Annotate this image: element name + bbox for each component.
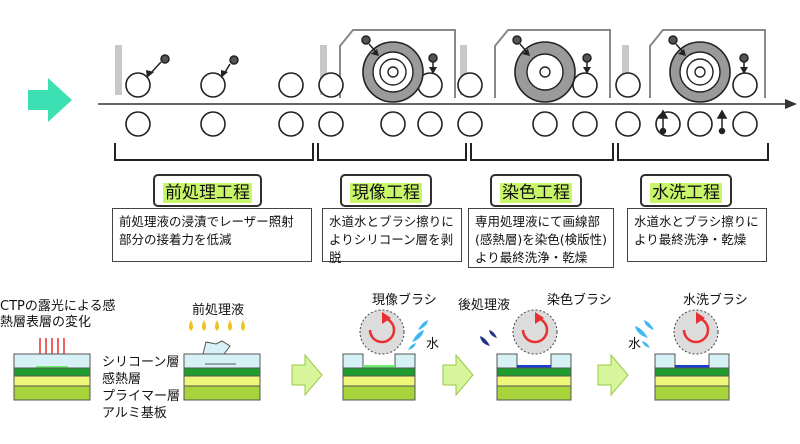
plate-pretreat [183, 340, 261, 401]
stage-desc-develop: 水道水とブラシ擦りによりシリコーン層を剥脱 [322, 208, 462, 265]
pretreat-liquid-label: 前処理液 [192, 303, 245, 318]
stage-title-wash: 水洗工程 [640, 174, 732, 207]
input-arrow [28, 78, 72, 122]
brush-rollers [362, 41, 731, 103]
plate-washed [654, 353, 730, 401]
stage-desc-wash: 水道水とブラシ擦りにより最終洗浄・乾燥 [627, 208, 767, 262]
water-droplets-1 [408, 320, 428, 350]
stage-brackets [114, 143, 769, 161]
step-arrows [291, 353, 629, 397]
dye-brush [512, 309, 558, 355]
stage-title-pretreat: 前処理工程 [153, 174, 262, 207]
layer-label-primer: プライマー層 [102, 389, 181, 404]
develop-brush-label: 現像ブラシ [372, 293, 437, 308]
water-droplets-2 [635, 320, 654, 348]
post-liquid-droplets [480, 330, 497, 346]
plate-dyed [496, 353, 572, 401]
water-label-2: 水 [628, 337, 642, 352]
plate-developed [342, 353, 416, 401]
rollers [125, 72, 758, 137]
ctp-label: CTPの露光による感熱層表層の変化 [0, 299, 116, 330]
water-label-1: 水 [426, 337, 440, 352]
plate-ctp [13, 353, 91, 401]
develop-brush [359, 309, 405, 355]
brush-housings [339, 29, 766, 98]
post-liquid-label: 後処理液 [458, 298, 511, 313]
wash-brush-label: 水洗ブラシ [683, 293, 748, 308]
layer-label-thermal: 感熱層 [102, 372, 142, 387]
nozzle-arrowheads [146, 49, 748, 78]
layer-label-silicone: シリコーン層 [102, 355, 180, 370]
layer-label-aluminum: アルミ基板 [102, 406, 167, 421]
stage-desc-pretreat: 前処理液の浸漬でレーザー照射部分の接着力を低減 [112, 208, 312, 262]
side-plates [115, 45, 629, 95]
stage-title-develop: 現像工程 [340, 174, 432, 207]
dye-brush-label: 染色ブラシ [547, 293, 612, 308]
stage-title-dye: 染色工程 [490, 174, 582, 207]
pretreat-droplets [189, 320, 245, 331]
bottom-sprays [657, 109, 728, 135]
wash-brush [673, 309, 719, 355]
nozzles [149, 35, 749, 75]
stage-desc-dye: 専用処理液にて画線部(感熱層)を染色(検版性)より最終洗浄・乾燥 [468, 208, 614, 268]
